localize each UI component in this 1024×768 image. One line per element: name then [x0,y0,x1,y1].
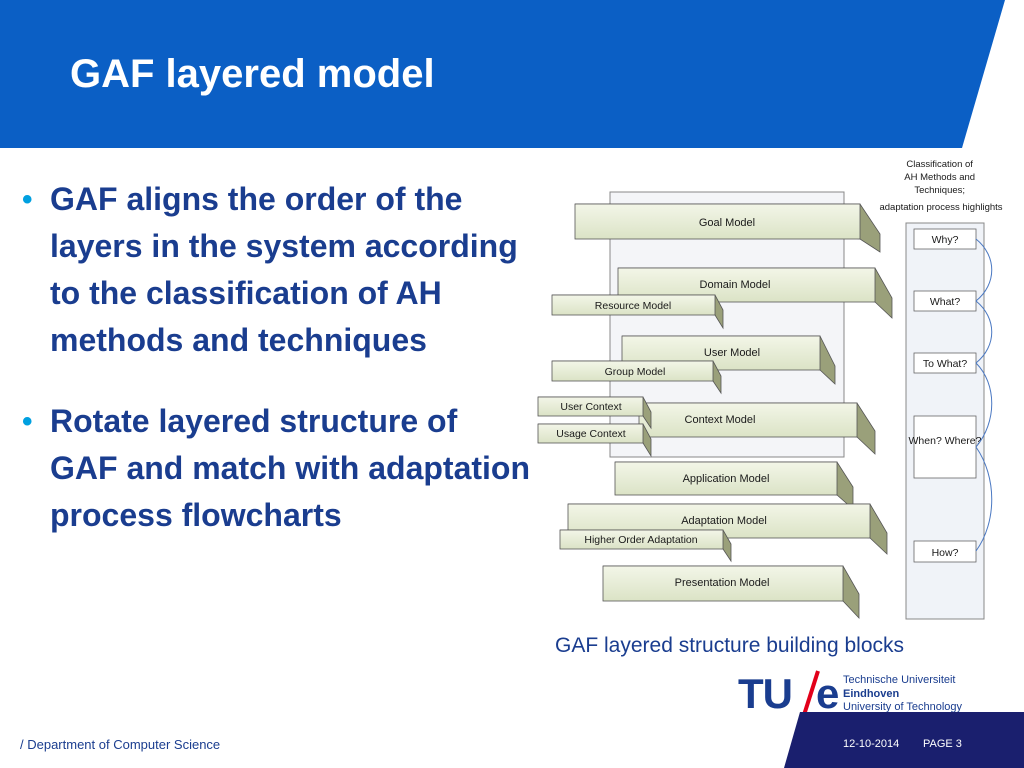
classification-title-line: Techniques; [914,185,965,196]
question-to-what: To What? [913,352,977,374]
block-user-context: User Context [537,396,652,430]
layer-context-model: Context Model [638,402,876,455]
layer-label: Domain Model [700,279,771,291]
footer-band [784,712,1024,768]
block-resource-model: Resource Model [551,294,724,330]
logo-text: Technische Universiteit Eindhoven Univer… [843,674,962,715]
layer-label: Presentation Model [675,577,770,589]
question-label: Why? [932,234,959,246]
header-band [0,0,1024,148]
layer-label: Adaptation Model [681,515,767,527]
bullet-dot-icon: • [22,183,33,216]
logo-text-line: Eindhoven [843,687,900,700]
diagram-caption: GAF layered structure building blocks [555,634,904,657]
footer-department: / Department of Computer Science [20,737,221,752]
layer-goal-model: Goal Model [574,203,881,253]
question-label: To What? [923,358,968,370]
block-higher-order-adaptation: Higher Order Adaptation [559,529,732,563]
flow-connectors [975,238,993,552]
svg-text:TU: TU [738,670,792,717]
svg-text:e: e [816,670,838,717]
bullet-dot-icon: • [22,405,33,438]
layer-label: Goal Model [699,217,755,229]
block-usage-context: Usage Context [537,423,652,458]
question-label: What? [930,296,961,308]
classification-title-line: AH Methods and [904,172,975,183]
slide-title: GAF layered model [70,52,435,96]
logo-text-line: Technische Universiteit [843,674,956,686]
question-label: When? Where? [909,435,982,447]
layer-adaptation-model: Adaptation Model [567,503,888,555]
question-how: How? [913,540,977,563]
question-what: What? [913,290,977,312]
footer-date: 12-10-2014 [843,738,900,750]
classification-title: Classification of AH Methods and Techniq… [879,159,1002,213]
block-label: Usage Context [556,428,626,440]
logo-text-line: University of Technology [843,701,963,713]
layer-presentation-model: Presentation Model [602,565,860,620]
bullet-list: • GAF aligns the order of the layers in t… [22,176,532,573]
question-when-where: When? Where? [909,415,982,479]
bullet-item: • Rotate layered structure of GAF and mat… [22,398,532,539]
bullet-item: • GAF aligns the order of the layers in t… [22,176,532,364]
classification-title-line: Classification of [906,159,973,170]
gaf-layer-diagram: Classification of AH Methods and Techniq… [537,159,1003,620]
question-why: Why? [913,228,977,250]
classification-title-line: adaptation process highlights [879,202,1002,213]
question-label: How? [932,547,959,559]
bullet-text: GAF aligns the order of the layers in th… [50,181,518,358]
footer-page-number: PAGE 3 [923,738,962,750]
block-label: Group Model [605,366,666,378]
block-label: Higher Order Adaptation [584,534,697,546]
layer-application-model: Application Model [614,461,854,510]
bullet-text: Rotate layered structure of GAF and matc… [50,403,531,533]
block-label: User Context [560,401,621,413]
layer-label: Context Model [685,414,756,426]
layer-label: User Model [704,347,760,359]
tue-logo-mark: TU e [738,670,838,717]
block-label: Resource Model [595,300,671,312]
layer-label: Application Model [683,473,770,485]
block-group-model: Group Model [551,360,722,395]
